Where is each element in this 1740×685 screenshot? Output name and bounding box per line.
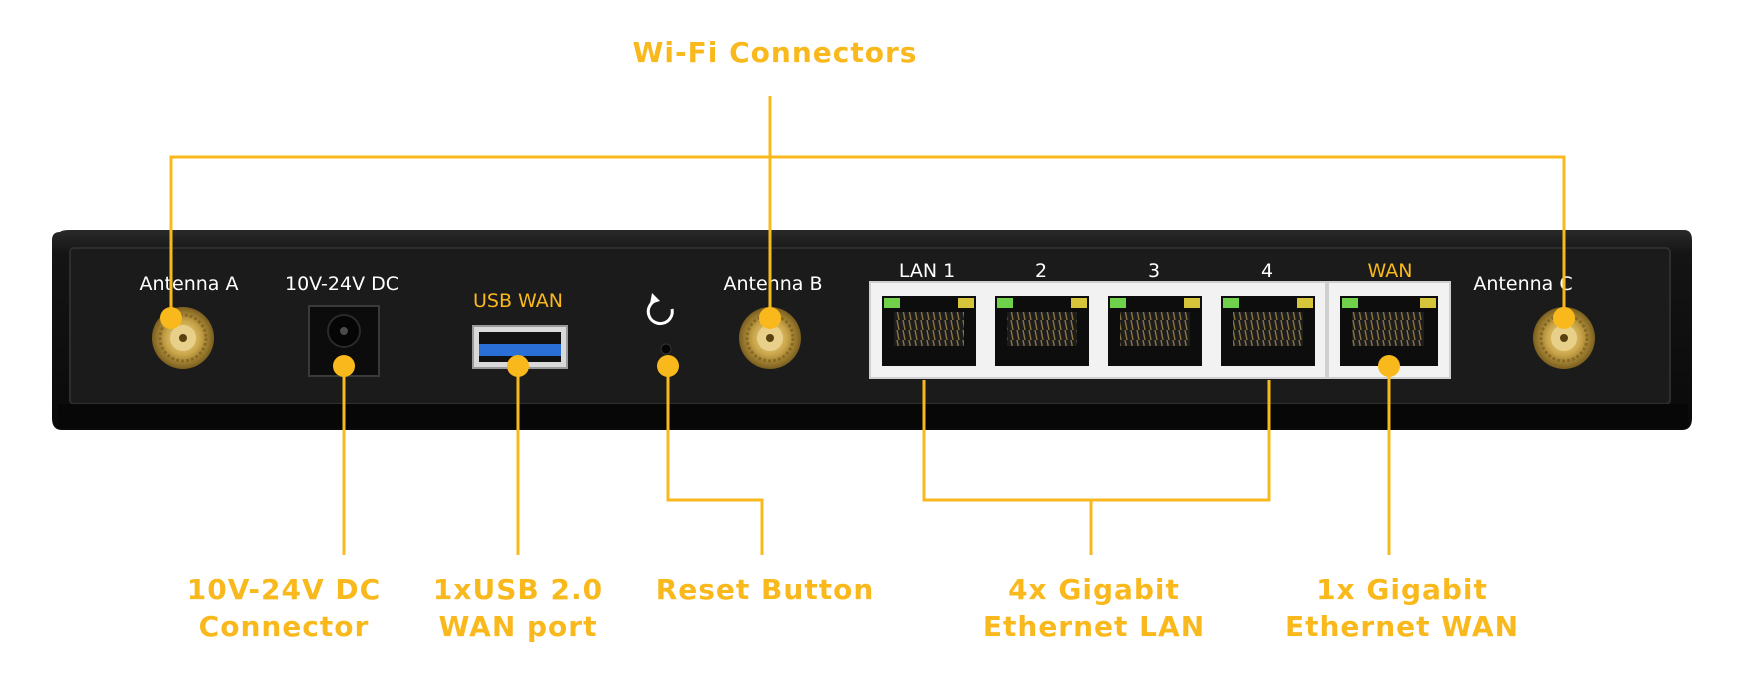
antenna-c-connector xyxy=(1533,307,1595,369)
usb-port xyxy=(472,325,568,369)
label-lan-1: LAN 1 xyxy=(899,260,955,282)
antenna-b-dot xyxy=(759,307,781,329)
lan-port-1 xyxy=(882,296,976,366)
reset-callout-line xyxy=(666,366,764,555)
callout-usb-line2: WAN port xyxy=(439,610,598,643)
antenna-b-connector xyxy=(739,307,801,369)
dc-dot xyxy=(333,355,355,377)
label-lan-3: 3 xyxy=(1148,260,1160,282)
callout-lan-line2: Ethernet LAN xyxy=(983,610,1205,643)
reset-button xyxy=(646,293,674,355)
lan-port-4 xyxy=(1221,296,1315,366)
lan-bracket-line xyxy=(922,380,1271,502)
callout-wan-line1: 1x Gigabit xyxy=(1316,573,1488,606)
callout-dc-line2: Connector xyxy=(199,610,370,643)
lan-port-2 xyxy=(995,296,1089,366)
label-usb-wan: USB WAN xyxy=(473,290,563,312)
panel-labels: Antenna A 10V-24V DC USB WAN Antenna B L… xyxy=(140,260,1573,312)
callout-wifi-connectors: Wi-Fi Connectors xyxy=(633,36,918,69)
reset-icon xyxy=(646,293,674,326)
callout-reset: Reset Button xyxy=(656,573,875,606)
antenna-a-dot xyxy=(160,307,182,329)
antenna-c-dot xyxy=(1553,307,1575,329)
callout-wan-line2: Ethernet WAN xyxy=(1285,610,1519,643)
callout-dots xyxy=(160,307,1575,377)
reset-dot xyxy=(657,355,679,377)
label-antenna-b: Antenna B xyxy=(724,273,823,295)
label-lan-2: 2 xyxy=(1035,260,1047,282)
callout-lines xyxy=(169,96,1566,555)
callout-lan-line1: 4x Gigabit xyxy=(1008,573,1180,606)
callout-dc-line1: 10V-24V DC xyxy=(187,573,381,606)
label-wan: WAN xyxy=(1368,260,1413,282)
lan-port-3 xyxy=(1108,296,1202,366)
label-antenna-a: Antenna A xyxy=(140,273,239,295)
lan-port-block xyxy=(869,281,1327,379)
callout-usb-line1: 1xUSB 2.0 xyxy=(433,573,603,606)
label-lan-4: 4 xyxy=(1261,260,1273,282)
label-antenna-c: Antenna C xyxy=(1473,273,1572,295)
wan-dot xyxy=(1378,355,1400,377)
wifi-bracket-line xyxy=(169,155,1566,325)
wan-port xyxy=(1327,281,1451,379)
usb-dot xyxy=(507,355,529,377)
label-dc: 10V-24V DC xyxy=(285,273,399,295)
callout-labels: Wi-Fi Connectors 10V-24V DC Connector 1x… xyxy=(187,36,1519,643)
